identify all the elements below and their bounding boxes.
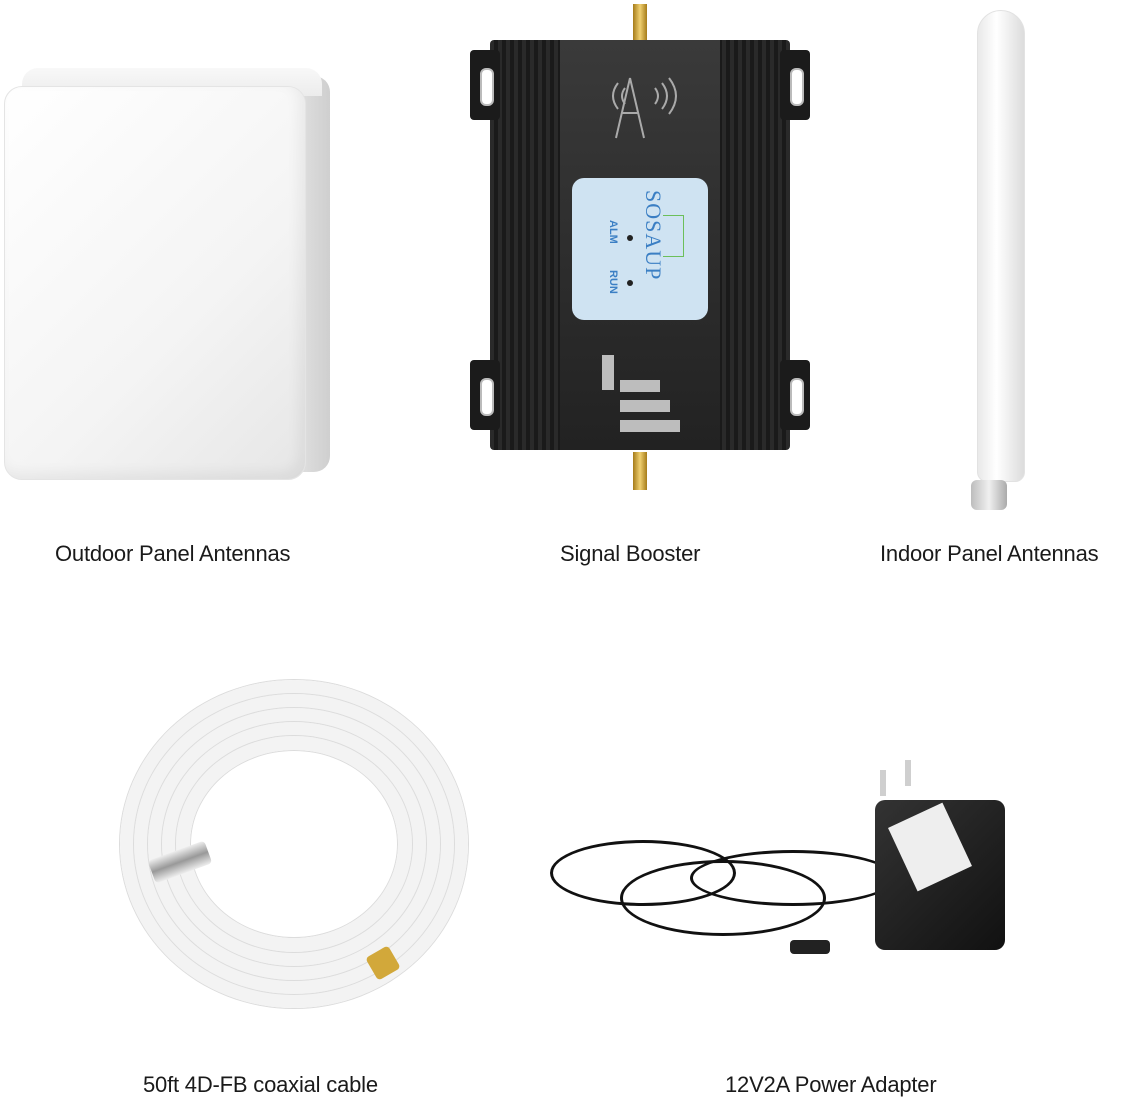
outdoor-panel-antenna-image: [4, 68, 330, 480]
alm-led: [627, 235, 633, 241]
power-adapter-label: 12V2A Power Adapter: [725, 1072, 937, 1097]
booster-bottom-connector: [633, 452, 647, 490]
coaxial-cable-image: [120, 680, 470, 1010]
run-led: [627, 280, 633, 286]
booster-top-connector: [633, 4, 647, 42]
signal-booster-image: SOSAUP ALM RUN: [470, 40, 810, 450]
run-indicator-label: RUN: [607, 270, 619, 294]
coaxial-cable-label: 50ft 4D-FB coaxial cable: [143, 1072, 378, 1097]
indoor-antenna-label: Indoor Panel Antennas: [880, 541, 1099, 566]
brand-name: SOSAUP: [641, 190, 666, 281]
booster-label-plate: [572, 178, 708, 320]
outdoor-antenna-label: Outdoor Panel Antennas: [55, 541, 291, 566]
indoor-antenna-image: [965, 10, 1025, 510]
signal-booster-label: Signal Booster: [560, 541, 701, 566]
alm-indicator-label: ALM: [607, 220, 619, 244]
power-adapter-image: [540, 760, 1010, 980]
tower-icon: [612, 77, 677, 139]
signal-logo-icon: [663, 215, 684, 257]
